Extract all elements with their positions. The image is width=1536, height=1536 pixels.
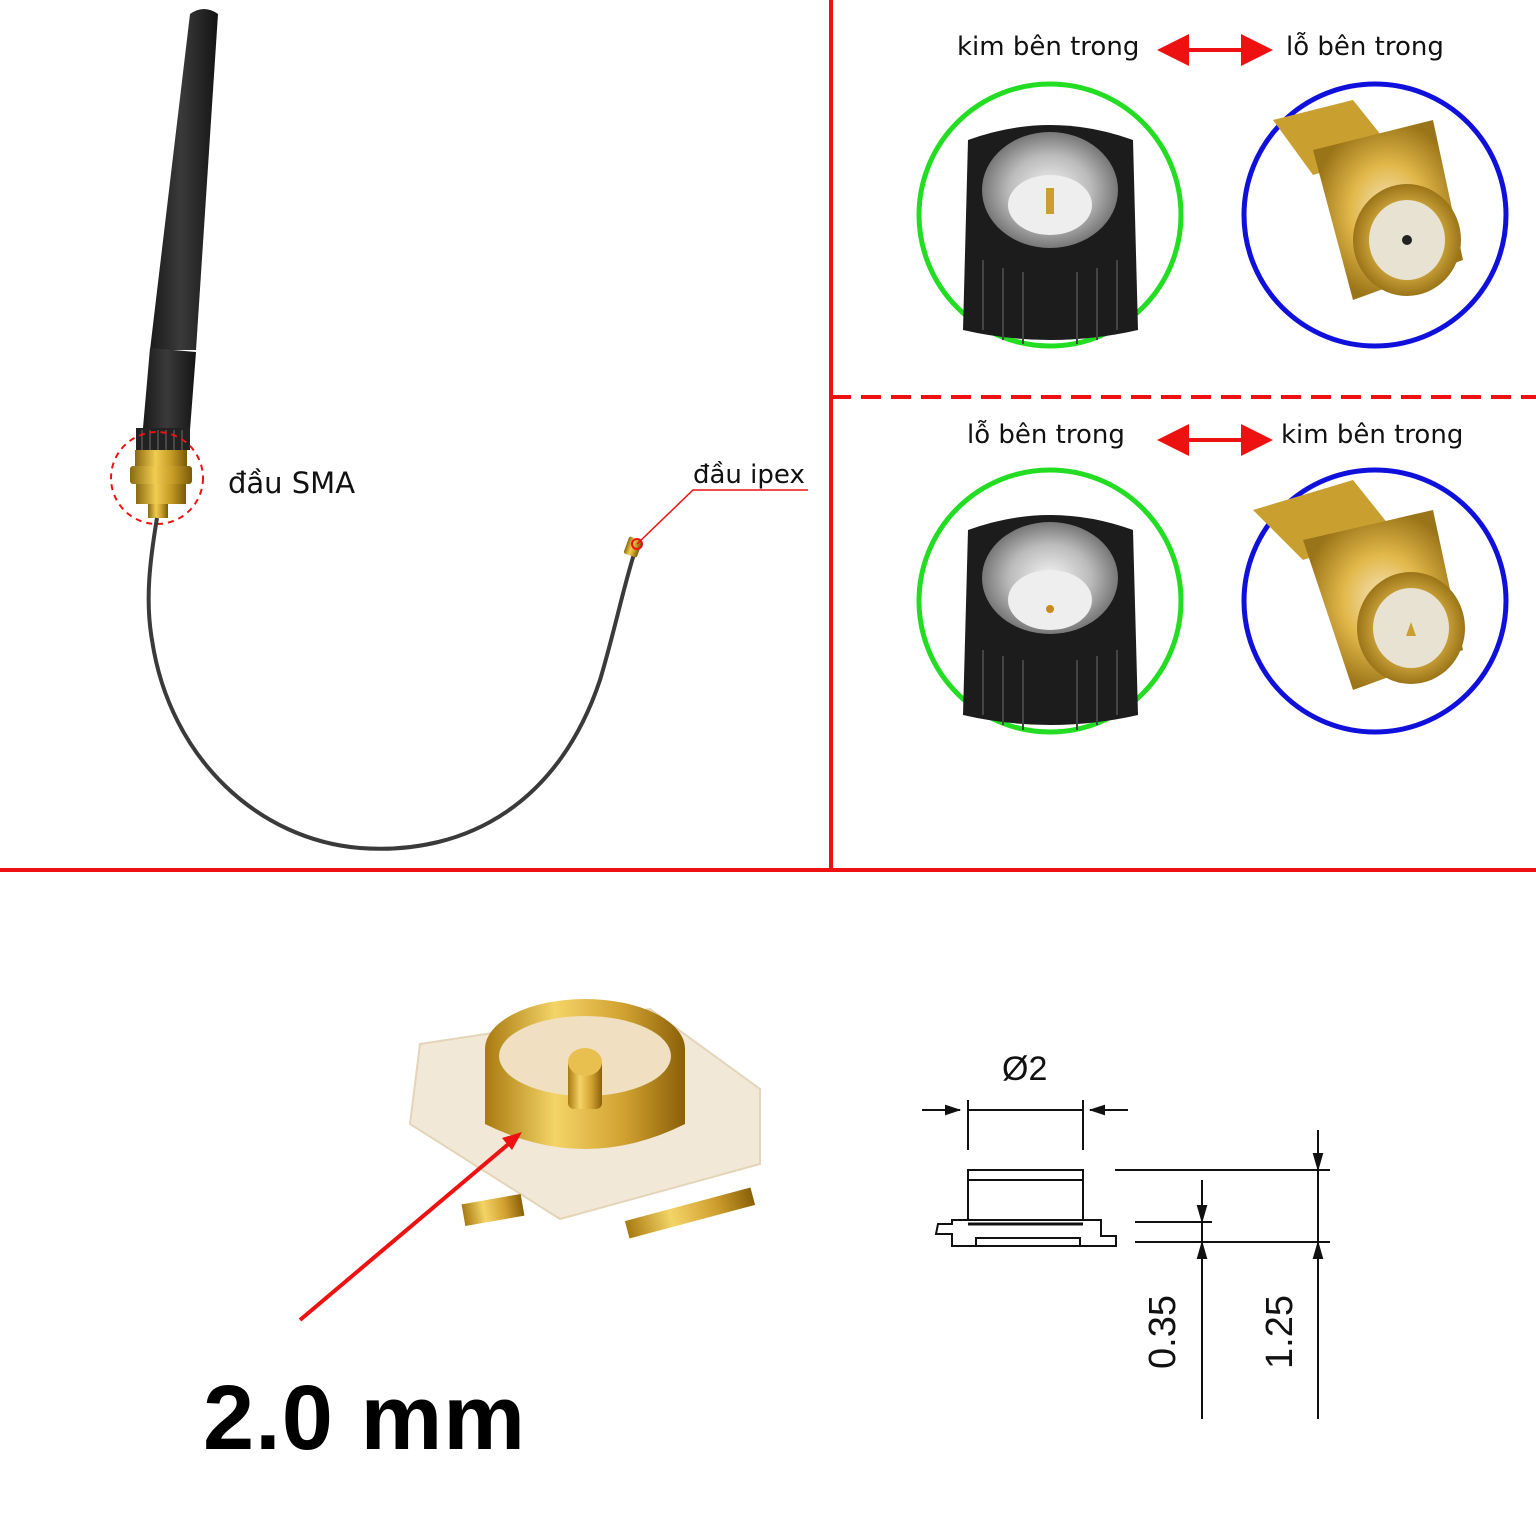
ipex-illustrations: Ø2 0.35 1.25 <box>298 999 1330 1419</box>
antenna-whip <box>150 9 218 350</box>
antenna-hinge <box>143 348 196 430</box>
ipex-receptacle-image <box>408 999 761 1239</box>
connector-pair-bottom: lỗ bên trong kim bên trong <box>833 400 1536 868</box>
left-label: lỗ bên trong <box>967 420 1125 450</box>
sma-highlight-circle <box>110 431 204 525</box>
ipex-label: đầu ipex <box>693 460 805 490</box>
dimension-0-35: 0.35 <box>1142 1295 1184 1369</box>
antenna-panel: đầu SMA đầu ipex <box>0 0 830 868</box>
connector-illustrations-bottom <box>916 424 1509 735</box>
diameter-label: Ø2 <box>1002 1050 1047 1088</box>
center-pin-icon <box>1406 622 1416 636</box>
ipex-dimension-drawing <box>922 1100 1330 1419</box>
ipex-detail-panel: Ø2 0.35 1.25 2.0 mm <box>0 874 1536 1536</box>
antenna-cable <box>146 517 638 851</box>
size-label: 2.0 mm <box>203 1367 527 1469</box>
sma-label: đầu SMA <box>228 466 356 500</box>
connector-pair-top: kim bên trong lỗ bên trong <box>833 0 1536 395</box>
pointer-arrow-icon <box>298 1134 520 1322</box>
right-label: lỗ bên trong <box>1286 32 1444 62</box>
center-hole-icon <box>1402 235 1412 245</box>
antenna-illustration <box>110 9 808 851</box>
connector-illustrations-top <box>916 34 1509 349</box>
center-hole-icon <box>1046 605 1054 613</box>
dimension-1-25: 1.25 <box>1259 1295 1301 1369</box>
center-pin-icon <box>1046 188 1054 214</box>
ipex-leader-line <box>636 489 808 545</box>
sma-nut <box>135 450 187 466</box>
left-label: kim bên trong <box>957 32 1140 62</box>
right-label: kim bên trong <box>1281 420 1464 450</box>
